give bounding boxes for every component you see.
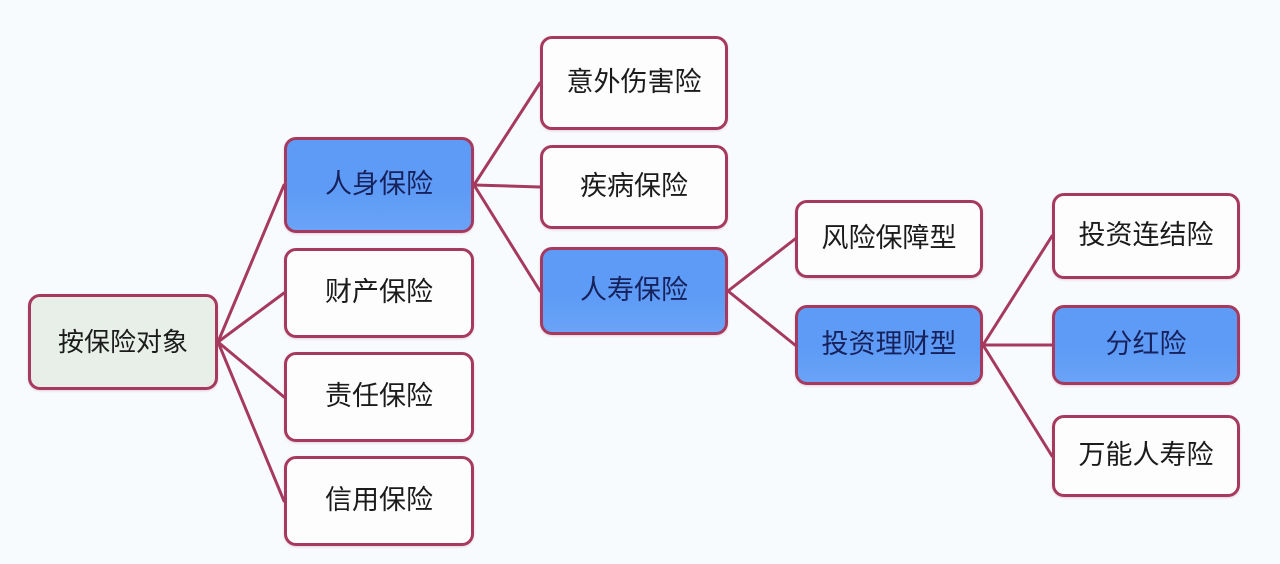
node-label: 风险保障型 xyxy=(821,223,957,254)
node-n-rsho[interactable]: 人寿保险 xyxy=(540,247,728,335)
node-label: 投资连结险 xyxy=(1078,220,1214,251)
connector-n-rsbx-to-n-ywsh xyxy=(472,81,542,187)
node-label: 投资理财型 xyxy=(821,329,957,360)
node-n-fhx[interactable]: 分红险 xyxy=(1052,305,1240,385)
node-n-tzlc[interactable]: 投资理财型 xyxy=(795,305,983,385)
connector-n-tzlc-to-n-tzlj xyxy=(981,234,1054,347)
node-label: 人寿保险 xyxy=(580,275,688,306)
node-label: 疾病保险 xyxy=(580,171,688,202)
node-label: 分红险 xyxy=(1105,329,1187,360)
node-label: 财产保险 xyxy=(325,277,433,308)
connector-n-rsho-to-n-tzlc xyxy=(726,289,797,347)
node-n-wnrs[interactable]: 万能人寿险 xyxy=(1052,415,1240,497)
node-root[interactable]: 按保险对象 xyxy=(28,294,218,390)
node-n-xybx[interactable]: 信用保险 xyxy=(284,456,474,546)
connector-root-to-n-zrbx xyxy=(216,340,286,399)
node-label: 人身保险 xyxy=(325,169,433,200)
connector-root-to-n-rsbx xyxy=(216,183,286,344)
node-n-ywsh[interactable]: 意外伤害险 xyxy=(540,36,728,130)
connector-n-rsbx-to-n-rsho xyxy=(472,183,542,293)
connector-n-tzlc-to-n-wnrs xyxy=(981,343,1054,458)
node-label: 责任保险 xyxy=(325,381,433,412)
node-label: 信用保险 xyxy=(325,485,433,516)
node-label: 万能人寿险 xyxy=(1078,440,1214,471)
connector-n-rsho-to-n-fxbz xyxy=(726,237,797,293)
node-n-tzlj[interactable]: 投资连结险 xyxy=(1052,193,1240,279)
node-n-rsbx[interactable]: 人身保险 xyxy=(284,137,474,233)
node-n-jbbx[interactable]: 疾病保险 xyxy=(540,145,728,229)
node-n-zrbx[interactable]: 责任保险 xyxy=(284,352,474,442)
node-n-fxbz[interactable]: 风险保障型 xyxy=(795,200,983,278)
node-label: 意外伤害险 xyxy=(566,67,702,98)
connector-root-to-n-xybx xyxy=(216,340,286,503)
node-label: 按保险对象 xyxy=(57,326,188,357)
node-n-ccbx[interactable]: 财产保险 xyxy=(284,248,474,338)
connector-n-rsbx-to-n-jbbx xyxy=(472,183,542,189)
connector-root-to-n-ccbx xyxy=(216,291,286,344)
